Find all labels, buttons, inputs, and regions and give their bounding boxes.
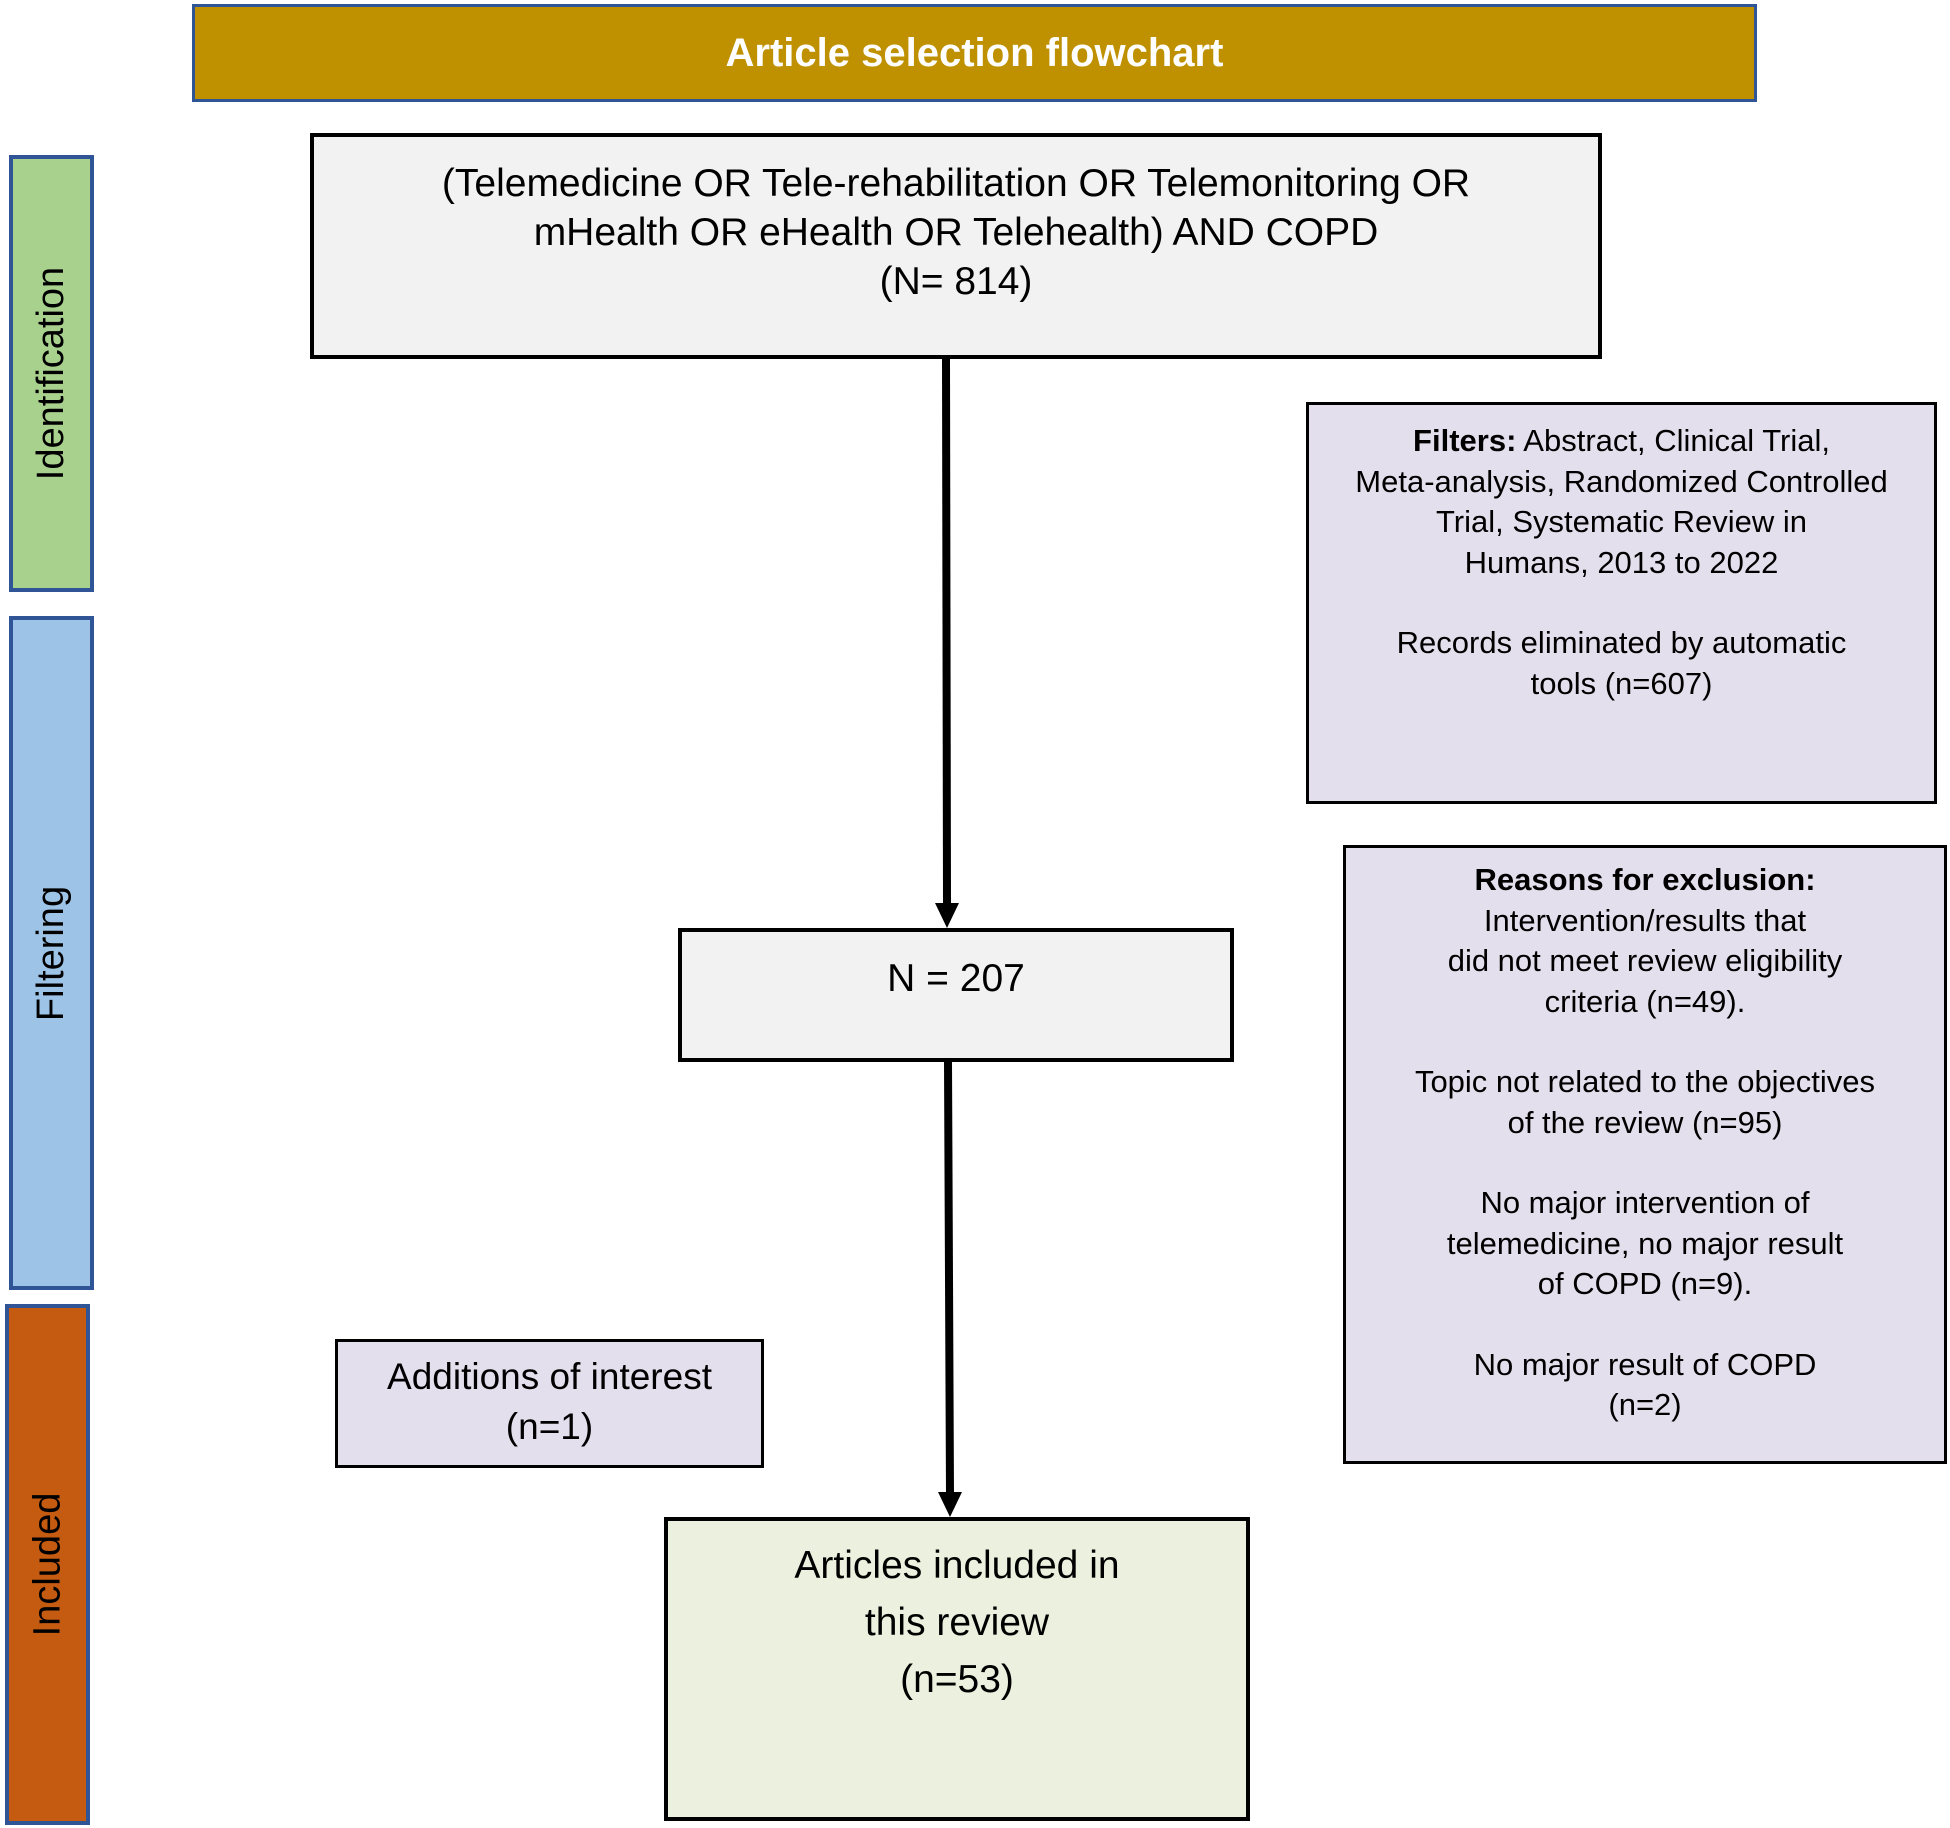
included-articles-box: Articles included in this review (n=53) xyxy=(664,1517,1250,1821)
eliminated-count: tools (n=607) xyxy=(1530,665,1713,701)
filters-label: Filters: xyxy=(1413,423,1517,458)
exclusion-reason-line: No major intervention of xyxy=(1480,1185,1810,1220)
phase-included: Included xyxy=(5,1304,90,1825)
exclusion-reason-line: did not meet review eligibility xyxy=(1447,943,1843,978)
eliminated-line: Records eliminated by automatic xyxy=(1396,625,1847,660)
included-count: (n=53) xyxy=(900,1658,1014,1701)
exclusion-heading: Reasons for exclusion: xyxy=(1346,860,1944,901)
phase-identification: Identification xyxy=(9,155,94,592)
exclusion-reason-line: of COPD (n=9). xyxy=(1537,1266,1753,1301)
arrow-head-icon xyxy=(938,1492,962,1517)
arrow-shaft xyxy=(942,358,951,906)
exclusion-heading-text: Reasons for exclusion: xyxy=(1474,862,1816,897)
phase-filtering: Filtering xyxy=(9,616,94,1290)
search-query-line: mHealth OR eHealth OR Telehealth) AND CO… xyxy=(533,211,1379,254)
search-query-line: (Telemedicine OR Tele-rehabilitation OR … xyxy=(441,162,1471,205)
exclusion-reason-line: Intervention/results that xyxy=(1483,902,1807,938)
arrow-shaft xyxy=(944,1061,954,1495)
arrow-search-to-screened xyxy=(935,358,959,928)
arrow-head-icon xyxy=(935,903,959,928)
additions-count: (n=1) xyxy=(505,1406,594,1447)
filters-box: Filters: Abstract, Clinical Trial, Meta-… xyxy=(1306,402,1937,804)
filters-text: Abstract, Clinical Trial, xyxy=(1516,423,1830,458)
search-count: (N= 814) xyxy=(879,260,1033,303)
filters-line: Filters: Abstract, Clinical Trial, xyxy=(1309,421,1934,462)
included-label: Articles included in xyxy=(794,1544,1120,1587)
phase-filtering-label: Filtering xyxy=(30,885,72,1021)
flowchart-title: Article selection flowchart xyxy=(725,30,1224,75)
exclusion-reason-line: No major result of COPD xyxy=(1473,1346,1817,1382)
exclusion-reason-line: (n=2) xyxy=(1608,1387,1682,1422)
phase-identification-label: Identification xyxy=(30,266,72,481)
additions-box: Additions of interest (n=1) xyxy=(335,1339,764,1468)
included-label: this review xyxy=(864,1601,1050,1644)
exclusion-reason-line: telemedicine, no major result xyxy=(1446,1225,1844,1261)
flowchart-title-banner: Article selection flowchart xyxy=(192,4,1757,102)
filters-line: Trial, Systematic Review in xyxy=(1436,504,1807,539)
filters-line: Meta-analysis, Randomized Controlled xyxy=(1355,463,1888,499)
exclusion-reason-line: Topic not related to the objectives xyxy=(1414,1064,1876,1099)
exclusion-reason-line: of the review (n=95) xyxy=(1507,1104,1783,1140)
exclusion-reasons-box: Reasons for exclusion: Intervention/resu… xyxy=(1343,845,1947,1464)
exclusion-reason-line: criteria (n=49). xyxy=(1544,983,1746,1019)
phase-included-label: Included xyxy=(26,1492,69,1637)
screened-count: N = 207 xyxy=(887,957,1025,1000)
arrow-screened-to-included xyxy=(938,1061,962,1517)
filters-line: Humans, 2013 to 2022 xyxy=(1464,544,1779,580)
additions-label: Additions of interest xyxy=(387,1356,712,1397)
search-query-box: (Telemedicine OR Tele-rehabilitation OR … xyxy=(310,133,1602,359)
screened-box: N = 207 xyxy=(678,928,1234,1062)
